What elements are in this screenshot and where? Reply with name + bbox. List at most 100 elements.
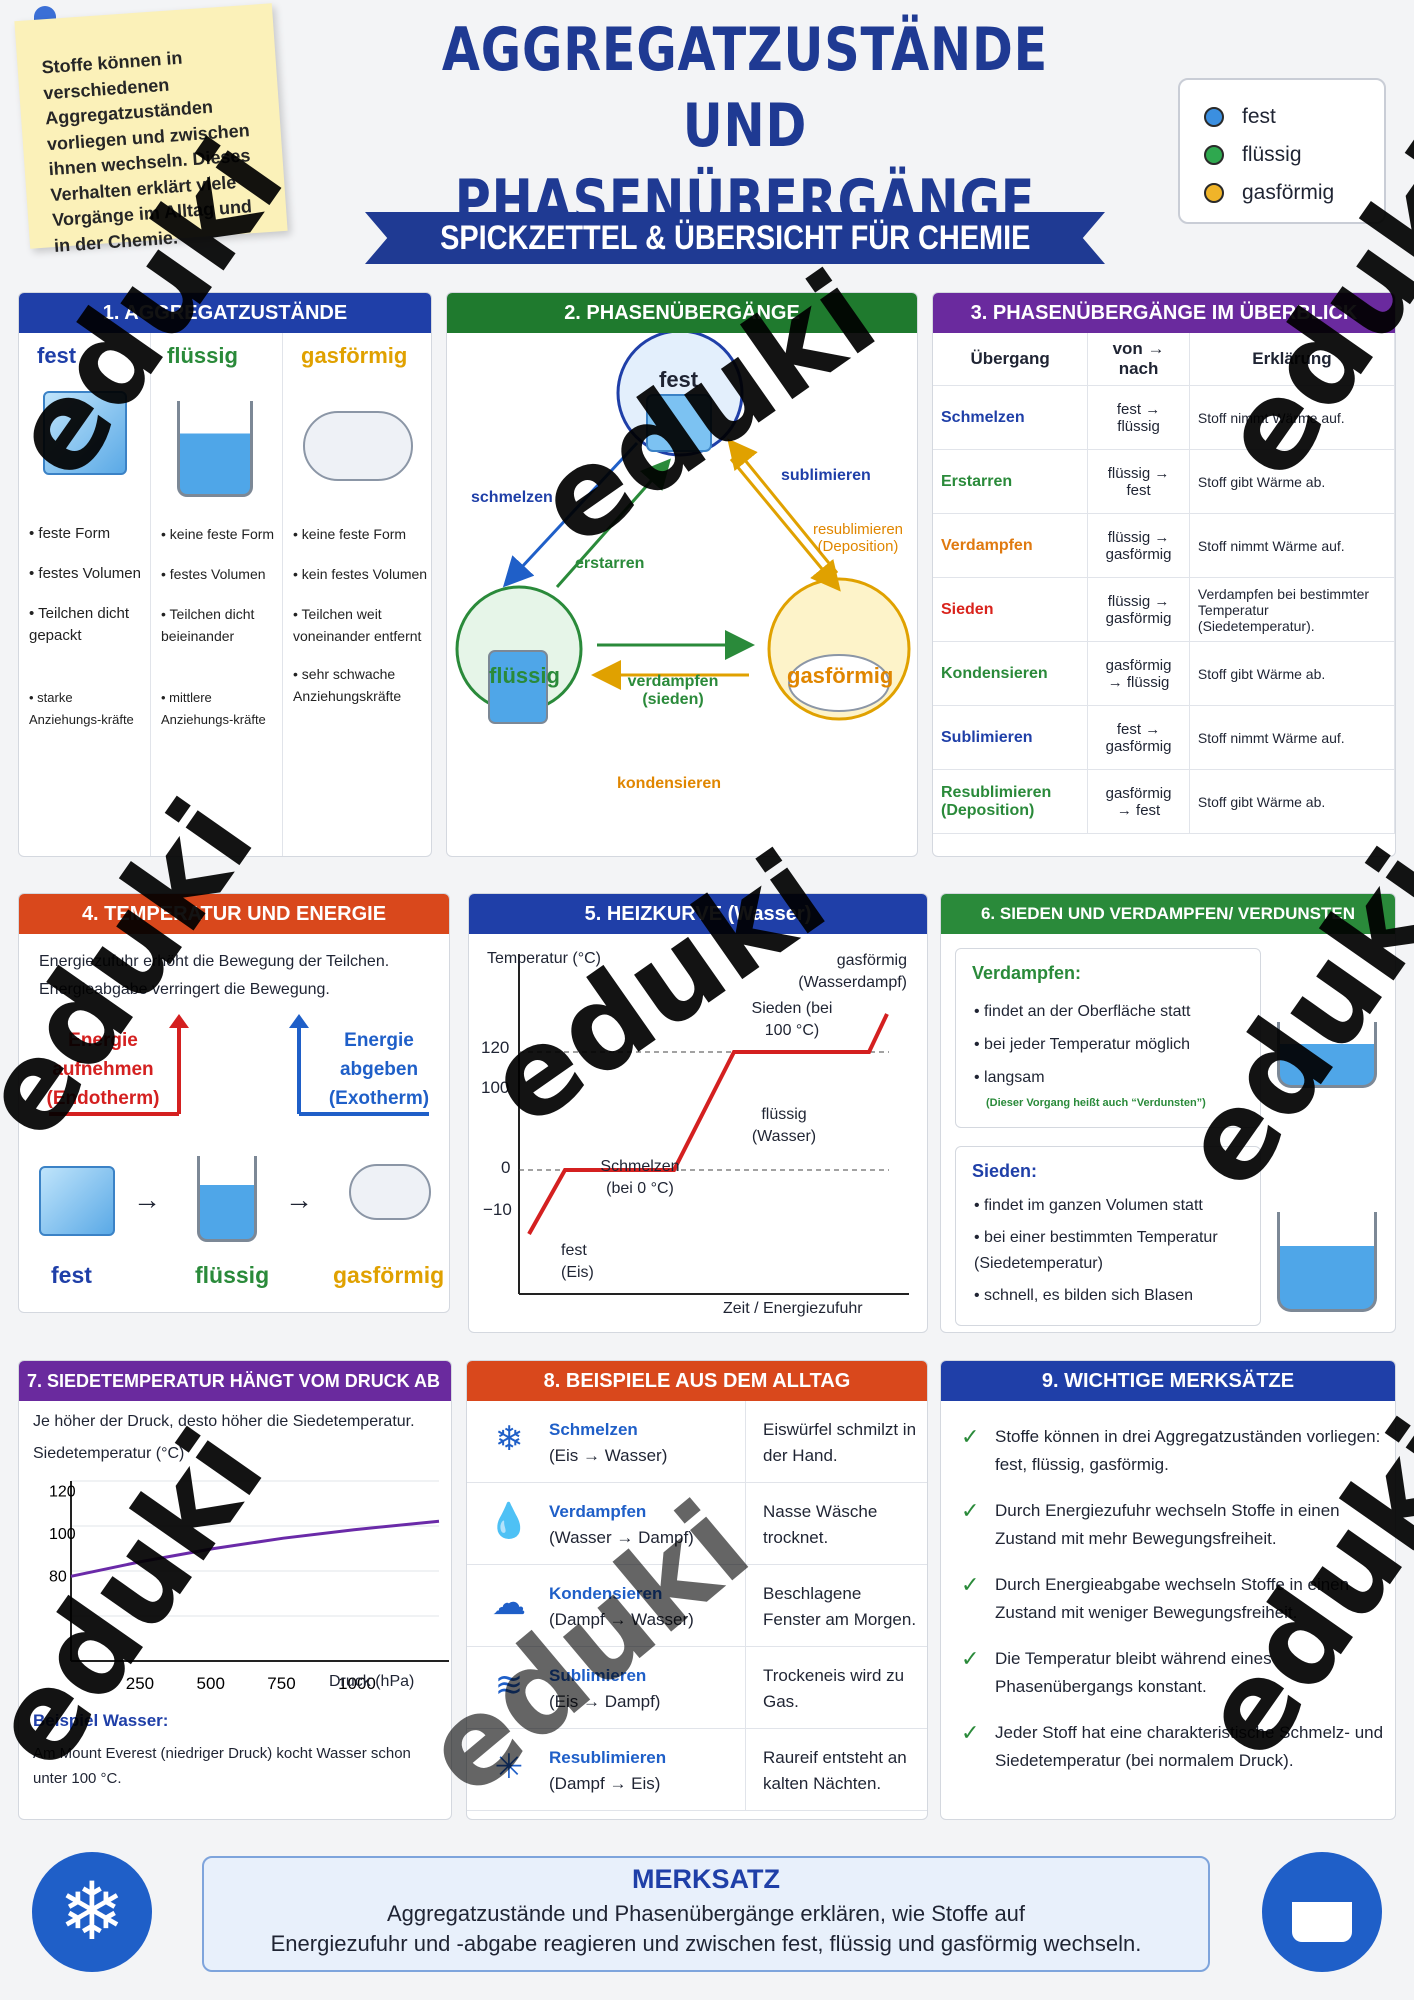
state-column: fest • feste Form• festes Volumen• Teilc… <box>19 333 151 856</box>
label-erstarren: erstarren <box>575 555 645 572</box>
example-name: Resublimieren <box>549 1748 667 1767</box>
ice-cube-icon <box>646 394 712 452</box>
y-tick-label: 80 <box>49 1568 67 1585</box>
section-title: 9. WICHTIGE MERKSÄTZE <box>941 1361 1395 1401</box>
x-tick-label: 1000 <box>338 1674 376 1693</box>
snowflake-icon: ❄ <box>32 1852 152 1972</box>
state-column: gasförmig • keine feste Form• kein feste… <box>283 333 431 856</box>
fluessig-label: flüssig (Wasser) <box>751 1106 817 1145</box>
label-sublimieren: sublimieren <box>781 467 871 484</box>
boiling-curve <box>70 1519 440 1578</box>
x-label: Zeit / Energiezufuhr <box>723 1300 863 1317</box>
table-cell: Verdampfen bei bestimmter Temperatur (Si… <box>1189 577 1395 642</box>
cloud-icon <box>303 411 413 481</box>
section-sieden-verdampfen: 6. SIEDEN UND VERDAMPFEN/ VERDUNSTEN Ver… <box>940 893 1396 1333</box>
check-icon: ✓ <box>961 1720 980 1745</box>
legend-label: fest <box>1242 105 1276 128</box>
table-cell: flüssig → gasförmig <box>1087 577 1190 642</box>
state-name: flüssig <box>167 343 238 368</box>
legend-item: fest <box>1204 98 1384 136</box>
cloud-icon <box>349 1164 431 1220</box>
example-detail: (Dampf → Wasser) <box>549 1610 694 1629</box>
merksatz-title: MERKSATZ <box>632 1864 780 1894</box>
ice-cube-icon <box>39 1166 115 1236</box>
table-cell: Schmelzen <box>933 385 1089 450</box>
section-title: 3. PHASENÜBERGÄNGE IM ÜBERBLICK <box>933 293 1395 333</box>
check-icon: ✓ <box>961 1424 980 1449</box>
label-fest: fest <box>51 1262 92 1288</box>
arrow-icon: → <box>133 1184 161 1215</box>
exotherm-label: Energie abgeben (Exotherm) <box>328 1030 430 1109</box>
example-title: Beispiel Wasser: <box>33 1711 169 1730</box>
merksatz-item: ✓Durch Energiezufuhr wechseln Stoffe in … <box>961 1498 1340 1548</box>
beaker-icon <box>177 401 253 497</box>
example-detail: (Wasser → Dampf) <box>549 1528 694 1547</box>
merksatz-line: Aggregatzustände und Phasenübergänge erk… <box>386 1901 1026 1926</box>
example-row: 💧Verdampfen(Wasser → Dampf)Nasse Wäsche … <box>467 1483 927 1565</box>
table-cell: Stoff nimmt Wärme auf. <box>1189 385 1395 450</box>
heating-curve-chart <box>518 954 909 1295</box>
example-row: ❄Schmelzen(Eis → Wasser)Eiswürfel schmil… <box>467 1401 927 1483</box>
x-tick-label: 750 <box>267 1674 295 1693</box>
example-icon: ✳ <box>494 1748 524 1786</box>
state-bullets: • keine feste Form• kein festes Volumen•… <box>293 526 428 704</box>
beaker-icon <box>488 650 548 724</box>
label-gas: gasförmig <box>333 1262 445 1288</box>
table-cell: gasförmig → flüssig <box>1087 641 1190 706</box>
section-title: 4. TEMPERATUR UND ENERGIE <box>19 894 449 934</box>
section-beispiele: 8. BEISPIELE AUS DEM ALLTAG ❄Schmelzen(E… <box>466 1360 928 1820</box>
example-detail: (Eis → Wasser) <box>549 1446 668 1465</box>
x-tick-label: 250 <box>126 1674 154 1693</box>
schmelzen-arrow <box>502 441 639 588</box>
example-icon: ≋ <box>494 1666 524 1704</box>
subtitle: SPICKZETTEL & ÜBERSICHT FÜR CHEMIE <box>439 219 1031 257</box>
legend-dot <box>1204 145 1224 165</box>
section-aggregatzustaende: 1. AGGREGATZUSTÄNDE fest • feste Form• f… <box>18 292 432 857</box>
state-column: flüssig • keine feste Form• festes Volum… <box>151 333 283 856</box>
cloud-icon <box>788 654 890 712</box>
check-icon: ✓ <box>961 1646 980 1671</box>
legend-item: gasförmig <box>1204 174 1384 212</box>
schmelzen-label: Schmelzen (bei 0 °C) <box>600 1158 680 1197</box>
pressure-text: Je höher der Druck, desto höher die Sied… <box>33 1413 415 1430</box>
merksatz-item: ✓Durch Energieabgabe wechseln Stoffe in … <box>961 1572 1350 1622</box>
table-cell: fest → gasförmig <box>1087 705 1190 770</box>
example-detail: (Dampf → Eis) <box>549 1774 661 1793</box>
table-cell: fest → flüssig <box>1087 385 1190 450</box>
section-siedetemperatur-druck: 7. SIEDETEMPERATUR HÄNGT VOM DRUCK AB Je… <box>18 1360 452 1820</box>
legend-label: gasförmig <box>1242 181 1335 204</box>
heating-curve <box>527 1013 889 1235</box>
example-icon: ❄ <box>494 1420 524 1458</box>
y-tick: 120 <box>481 1038 510 1057</box>
energy-text: Energiezufuhr erhöht die Bewegung der Te… <box>39 953 390 998</box>
merksatz-item: ✓Die Temperatur bleibt während eines Pha… <box>961 1646 1272 1696</box>
state-bullets: • feste Form• festes Volumen• Teilchen d… <box>29 525 141 727</box>
section-merksaetze: 9. WICHTIGE MERKSÄTZE ✓Stoffe können in … <box>940 1360 1396 1820</box>
energy-arrows <box>49 1014 429 1116</box>
label-fluessig: flüssig <box>195 1262 270 1288</box>
node-gas: gasförmig <box>787 663 894 688</box>
section-uebersicht: 3. PHASENÜBERGÄNGE IM ÜBERBLICK Übergang… <box>932 292 1396 857</box>
x-tick-label: 500 <box>197 1674 225 1693</box>
example-text: Raureif entsteht an kalten Nächten. <box>763 1748 907 1793</box>
label-resublimieren: resublimieren (Deposition) <box>812 521 904 555</box>
pot-icon <box>1262 1852 1382 1972</box>
subtitle-ribbon: SPICKZETTEL & ÜBERSICHT FÜR CHEMIE <box>365 212 1105 264</box>
example-text: Am Mount Everest (niedriger Druck) kocht… <box>33 1745 411 1787</box>
table-cell: Stoff gibt Wärme ab. <box>1189 449 1395 514</box>
table-cell: flüssig → gasförmig <box>1087 513 1190 578</box>
example-text: Beschlagene Fenster am Morgen. <box>763 1584 917 1629</box>
node-fest: fest <box>659 367 699 392</box>
table-cell: Kondensieren <box>933 641 1089 706</box>
pot-icon <box>1277 1022 1377 1088</box>
example-row: ✳ Resublimieren (Dampf → Eis) Raureif entst… <box>467 1729 927 1811</box>
erstarren-arrow <box>555 458 671 588</box>
example-name: Verdampfen <box>549 1502 647 1521</box>
table-cell: flüssig → fest <box>1087 449 1190 514</box>
section-title: 6. SIEDEN UND VERDAMPFEN/ VERDUNSTEN <box>941 894 1395 934</box>
